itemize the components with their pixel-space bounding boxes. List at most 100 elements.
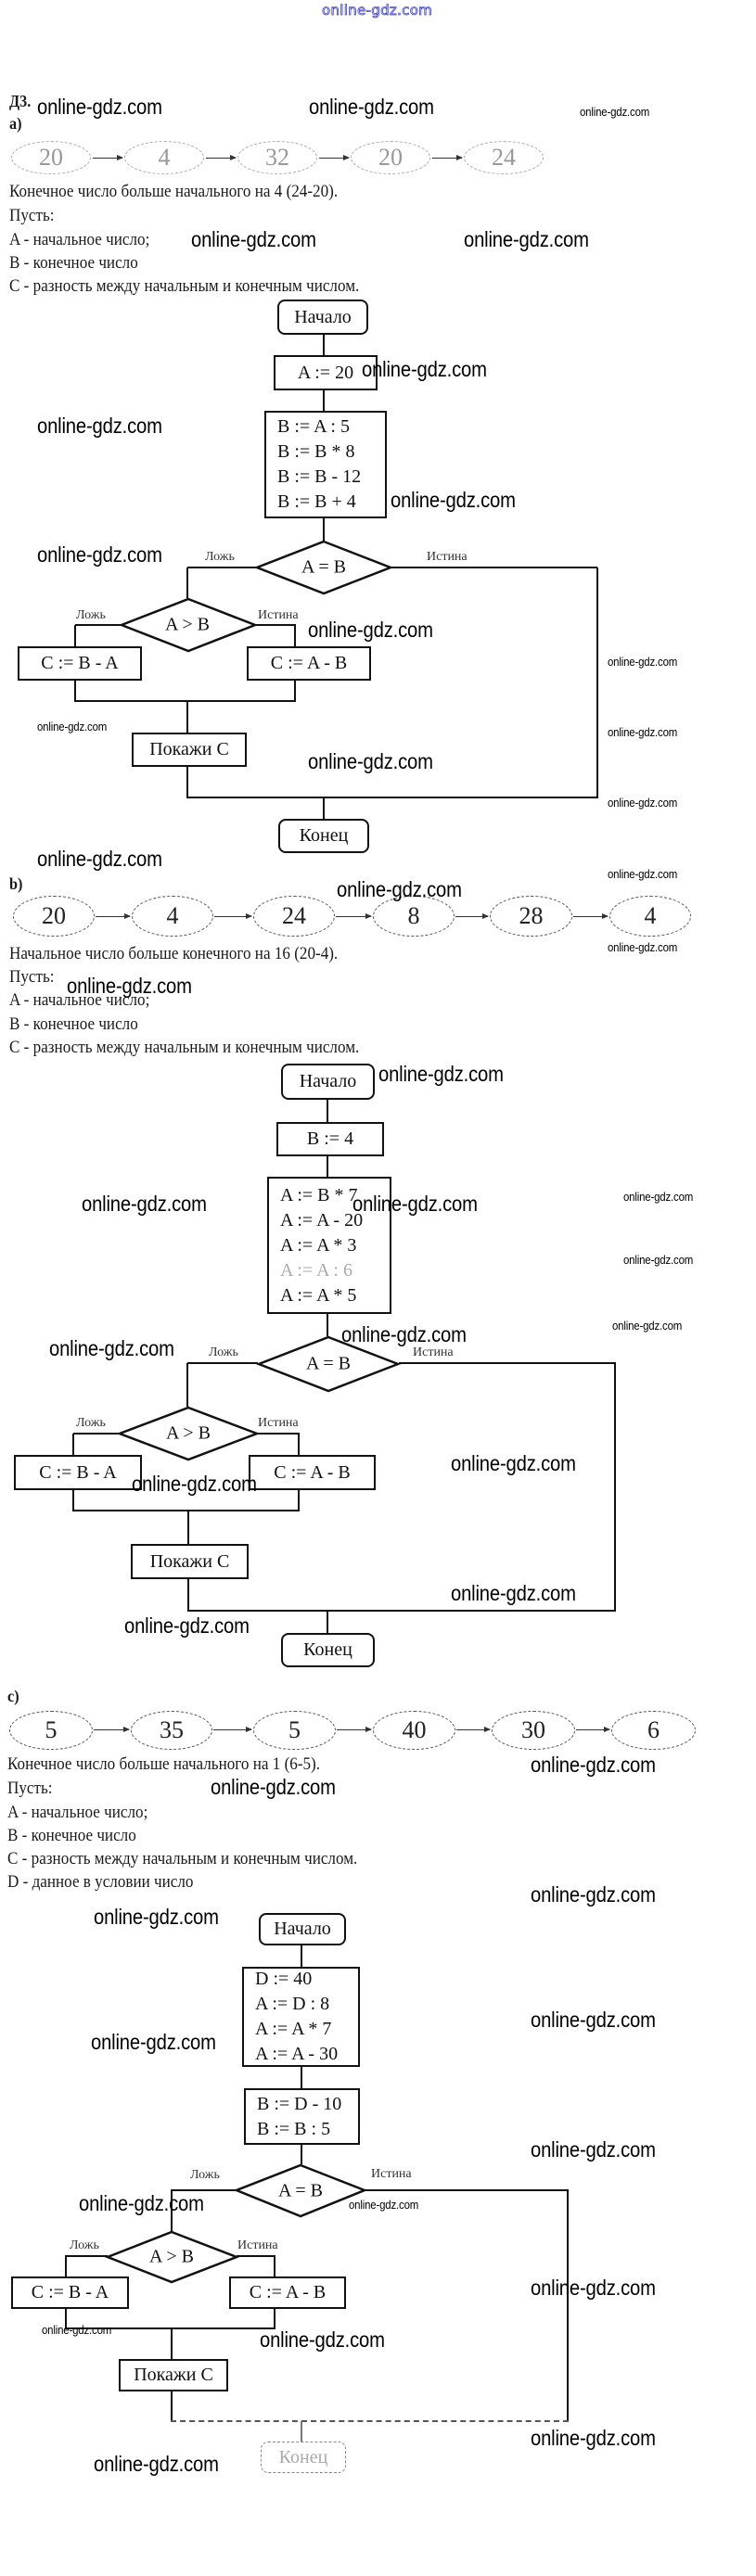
- connector: [186, 1363, 188, 1407]
- watermark: online-gdz.com: [260, 2327, 385, 2352]
- part-a-def: A - начальное число;: [9, 230, 150, 249]
- connector: [74, 681, 76, 701]
- watermark: online-gdz.com: [378, 1062, 504, 1086]
- false-label: Ложь: [205, 550, 235, 564]
- sequence-node: 20: [13, 896, 95, 937]
- part-a-conclusion: Конечное число больше начального на 4 (2…: [9, 182, 339, 201]
- part-b-let: Пусть:: [9, 967, 55, 987]
- watermark: online-gdz.com: [37, 542, 162, 567]
- watermark: online-gdz.com: [37, 414, 162, 438]
- connector: [73, 1433, 119, 1435]
- arrow-right-icon: [96, 913, 131, 919]
- connector: [187, 1362, 258, 1364]
- part-c-def: D - данное в условии число: [7, 1872, 194, 1892]
- watermark: online-gdz.com: [608, 655, 678, 669]
- watermark: online-gdz.com: [67, 974, 192, 998]
- process-line: A := A * 7: [255, 2019, 332, 2039]
- watermark: online-gdz.com: [211, 1775, 336, 1799]
- watermark: online-gdz.com: [623, 1253, 694, 1267]
- decision-diamond: [118, 597, 259, 653]
- watermark: online-gdz.com: [91, 2030, 216, 2054]
- part-b-conclusion: Начальное число больше конечного на 16 (…: [9, 944, 339, 963]
- watermark: online-gdz.com: [79, 2191, 204, 2215]
- process-line: A := A - 20: [280, 1209, 364, 1231]
- connector: [294, 681, 296, 701]
- connector: [301, 2067, 302, 2088]
- watermark: online-gdz.com: [608, 940, 678, 954]
- part-b-def: B - конечное число: [9, 1014, 138, 1034]
- watermark: online-gdz.com: [451, 1451, 576, 1475]
- decision-diamond: [255, 1335, 402, 1393]
- watermark: online-gdz.com: [82, 1192, 207, 1216]
- watermark: online-gdz.com: [531, 2426, 656, 2450]
- false-label: Ложь: [209, 1345, 238, 1359]
- start-node: Начало: [277, 300, 368, 335]
- sequence-node: 4: [124, 141, 204, 174]
- connector: [298, 1434, 300, 1455]
- connector: [65, 2255, 108, 2257]
- watermark: online-gdz.com: [37, 847, 162, 871]
- output-block: Покажи C: [131, 1544, 249, 1579]
- watermark: online-gdz.com: [608, 867, 678, 881]
- connector: [258, 1433, 300, 1435]
- false-label: Ложь: [190, 2168, 220, 2182]
- connector: [187, 1579, 189, 1611]
- watermark: online-gdz.com: [308, 618, 433, 642]
- connector: [301, 1945, 302, 1967]
- decision-diamond: [116, 1406, 261, 1461]
- connector: [75, 624, 121, 626]
- then-assign-block: C := A - B: [229, 2276, 346, 2309]
- watermark: online-gdz.com: [94, 2452, 219, 2476]
- watermark: online-gdz.com: [352, 1192, 478, 1216]
- connector: [171, 2189, 237, 2191]
- process-line: A := B * 7: [280, 1184, 358, 1205]
- connector: [72, 1490, 74, 1511]
- sequence-node: 24: [464, 141, 544, 174]
- watermark: online-gdz.com: [623, 1190, 694, 1204]
- connector: [323, 797, 325, 819]
- arrow-right-icon: [213, 1727, 252, 1732]
- process-line: A := A * 5: [280, 1284, 357, 1306]
- part-c-label: c): [7, 1687, 19, 1705]
- connector: [596, 567, 598, 797]
- watermark: online-gdz.com: [531, 1882, 656, 1906]
- connector: [237, 2255, 275, 2257]
- watermark: online-gdz.com: [531, 2276, 656, 2300]
- process-line: D := 40: [255, 1969, 313, 1989]
- process-block: B := A : 5 B := B * 8 B := B - 12 B := B…: [264, 411, 387, 518]
- connector: [187, 1511, 189, 1544]
- sequence-node: 35: [131, 1711, 212, 1750]
- then-assign-block: C := A - B: [249, 1455, 376, 1490]
- sequence-node: 40: [373, 1711, 455, 1750]
- decision-text: A > B: [165, 614, 210, 635]
- true-label: Истина: [237, 2238, 278, 2252]
- end-node: Конец: [281, 1633, 375, 1667]
- arrow-right-icon: [432, 155, 463, 160]
- false-label: Ложь: [70, 2238, 99, 2252]
- process-block: A := B * 7 A := A - 20 A := A * 3 A := A…: [267, 1177, 391, 1314]
- top-watermark: online-gdz.com: [322, 2, 433, 19]
- process-line: B := B - 12: [277, 466, 362, 487]
- part-c-conclusion: Конечное число больше начального на 1 (6…: [7, 1754, 321, 1774]
- true-label: Истина: [258, 608, 299, 622]
- output-block: Покажи C: [119, 2359, 228, 2391]
- watermark: online-gdz.com: [37, 95, 162, 119]
- else-assign-block: C := B - A: [18, 646, 142, 681]
- sequence-node: 32: [237, 141, 317, 174]
- connector: [274, 2256, 275, 2276]
- watermark: online-gdz.com: [94, 1905, 219, 1929]
- sequence-node: 4: [132, 896, 213, 937]
- arrow-right-icon: [206, 155, 237, 160]
- connector: [171, 2328, 173, 2359]
- init-block: B := 4: [276, 1122, 384, 1156]
- else-assign-block: C := B - A: [11, 2276, 129, 2309]
- process-line: A := A - 30: [255, 2044, 339, 2064]
- watermark: online-gdz.com: [531, 1753, 656, 1777]
- then-assign-block: C := A - B: [247, 646, 371, 681]
- sequence-node: 5: [253, 1711, 336, 1750]
- process-line: A := A * 3: [280, 1234, 357, 1256]
- arrow-right-icon: [337, 1727, 372, 1732]
- connector: [72, 1510, 300, 1511]
- connector: [171, 2420, 569, 2422]
- decision-text: A > B: [166, 1422, 211, 1444]
